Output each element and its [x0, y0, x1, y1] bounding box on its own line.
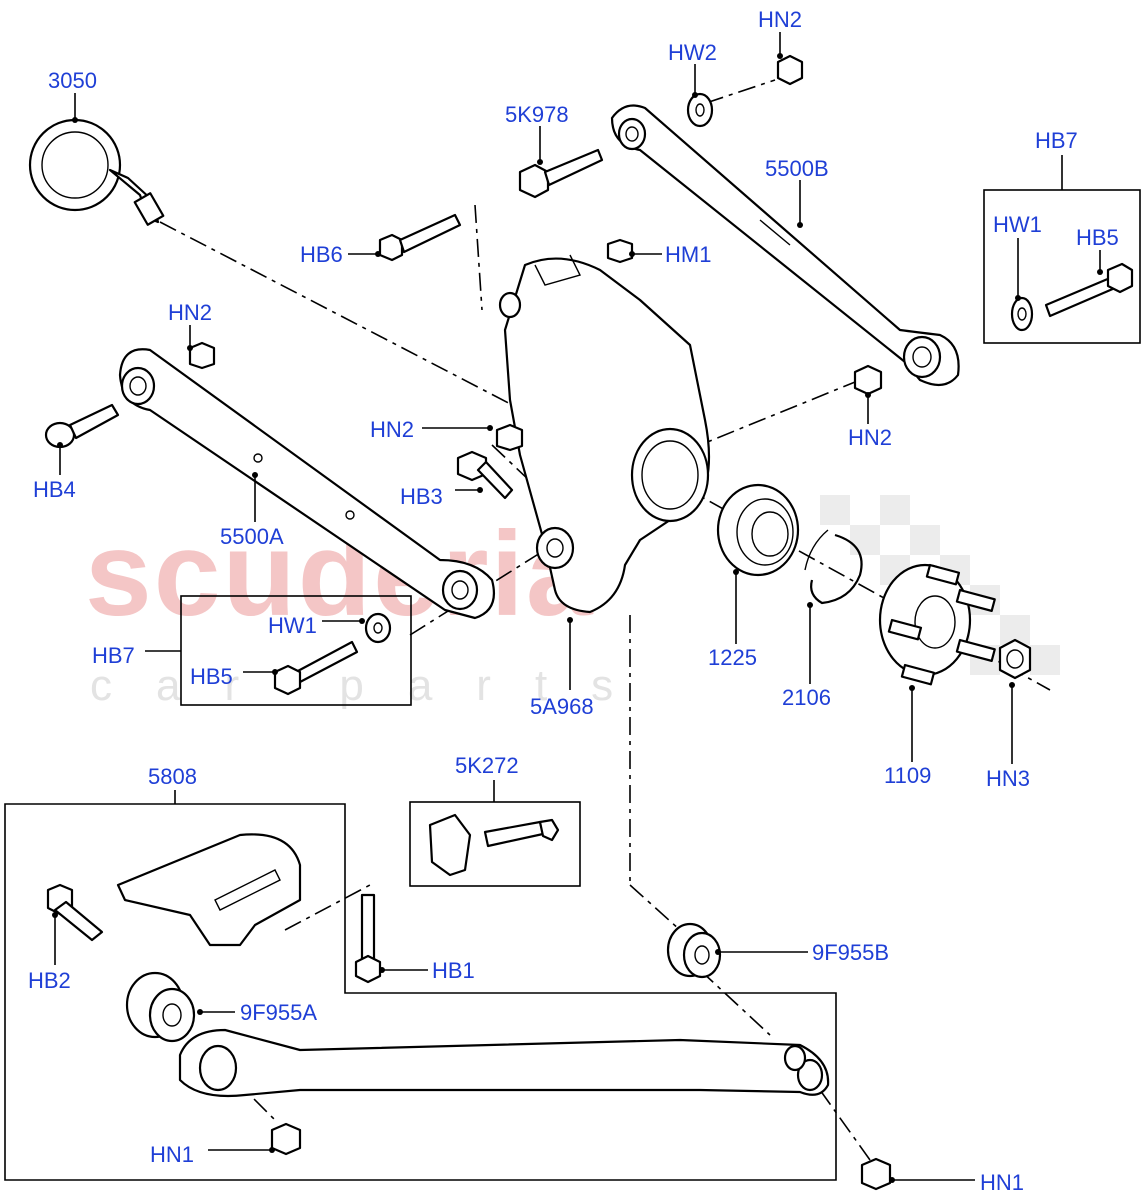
label-hb4: HB4 [33, 477, 76, 502]
knuckle-5a968 [498, 254, 711, 614]
bolt-hb5-right [1044, 276, 1117, 318]
wheel-bearing-1225 [716, 483, 800, 577]
upper-arm-5500b [610, 104, 960, 387]
watermark-sub-text: car parts [90, 661, 657, 710]
label-hn2-mid: HN2 [370, 417, 414, 442]
label-hm1: HM1 [665, 242, 711, 267]
label-hn2-left: HN2 [168, 300, 212, 325]
bolt-hb6-head [378, 233, 404, 262]
washer-hw1-right [1010, 296, 1034, 332]
label-5500a: 5500A [220, 524, 284, 549]
label-5808: 5808 [148, 764, 197, 789]
nut-hn2-mid [495, 423, 524, 452]
label-hb5-right: HB5 [1076, 225, 1119, 250]
label-5k978: 5K978 [505, 102, 569, 127]
label-hn3: HN3 [986, 766, 1030, 791]
label-hb7-right: HB7 [1035, 128, 1078, 153]
label-1225: 1225 [708, 645, 757, 670]
label-hn2-top: HN2 [758, 7, 802, 32]
label-hw2: HW2 [668, 40, 717, 65]
bolt-hb2 [46, 883, 104, 942]
nut-hn2-top [776, 54, 804, 86]
nut-hn2-right [853, 364, 883, 396]
leader-lines [52, 32, 1103, 1183]
label-hb7-left: HB7 [92, 643, 135, 668]
label-hw1-right: HW1 [993, 212, 1042, 237]
part-labels: 3050 HN2 HW2 5K978 HB7 5500B HW1 HB5 HB6… [28, 7, 1119, 1195]
label-5a968: 5A968 [530, 694, 594, 719]
label-1109: 1109 [884, 763, 931, 788]
bolt-hb1 [354, 893, 382, 984]
label-9f955a: 9F955A [240, 1000, 317, 1025]
label-hn2-right: HN2 [848, 425, 892, 450]
trailing-arm [178, 1028, 830, 1098]
nut-hm1 [606, 238, 634, 264]
label-5500b: 5500B [765, 156, 829, 181]
label-5k272: 5K272 [455, 753, 519, 778]
label-hn1-left: HN1 [150, 1142, 194, 1167]
fasteners [44, 54, 1134, 696]
washer-hw2 [686, 92, 714, 128]
label-hn1-right: HN1 [980, 1170, 1024, 1195]
nut-hn1-left [270, 1122, 302, 1156]
cv-joint-3050 [28, 118, 165, 226]
bush-9f955a [125, 971, 196, 1043]
label-3050: 3050 [48, 68, 97, 93]
plate-5808 [116, 833, 302, 947]
label-hb3: HB3 [400, 484, 443, 509]
nut-hn2-left [188, 341, 216, 370]
nut-hn1-right [860, 1157, 892, 1191]
label-hw1-left: HW1 [268, 613, 317, 638]
wheel-hub-1109 [878, 563, 996, 686]
label-9f955b: 9F955B [812, 940, 889, 965]
lower-arm-5500a [118, 348, 496, 620]
washer-hw1-left [364, 612, 392, 644]
label-hb5-left: HB5 [190, 664, 233, 689]
circlip-2106 [810, 533, 863, 605]
bolt-5k978-head [518, 163, 550, 199]
label-hb1: HB1 [432, 958, 475, 983]
label-2106: 2106 [782, 685, 831, 710]
label-hb2: HB2 [28, 968, 71, 993]
label-hb6: HB6 [300, 242, 343, 267]
bush-9f955b [666, 922, 722, 979]
5k272-kit-box [409, 801, 581, 887]
nut-hn3 [998, 638, 1032, 680]
5808-kit-box [4, 803, 837, 1181]
bracket-5k272 [428, 813, 560, 877]
